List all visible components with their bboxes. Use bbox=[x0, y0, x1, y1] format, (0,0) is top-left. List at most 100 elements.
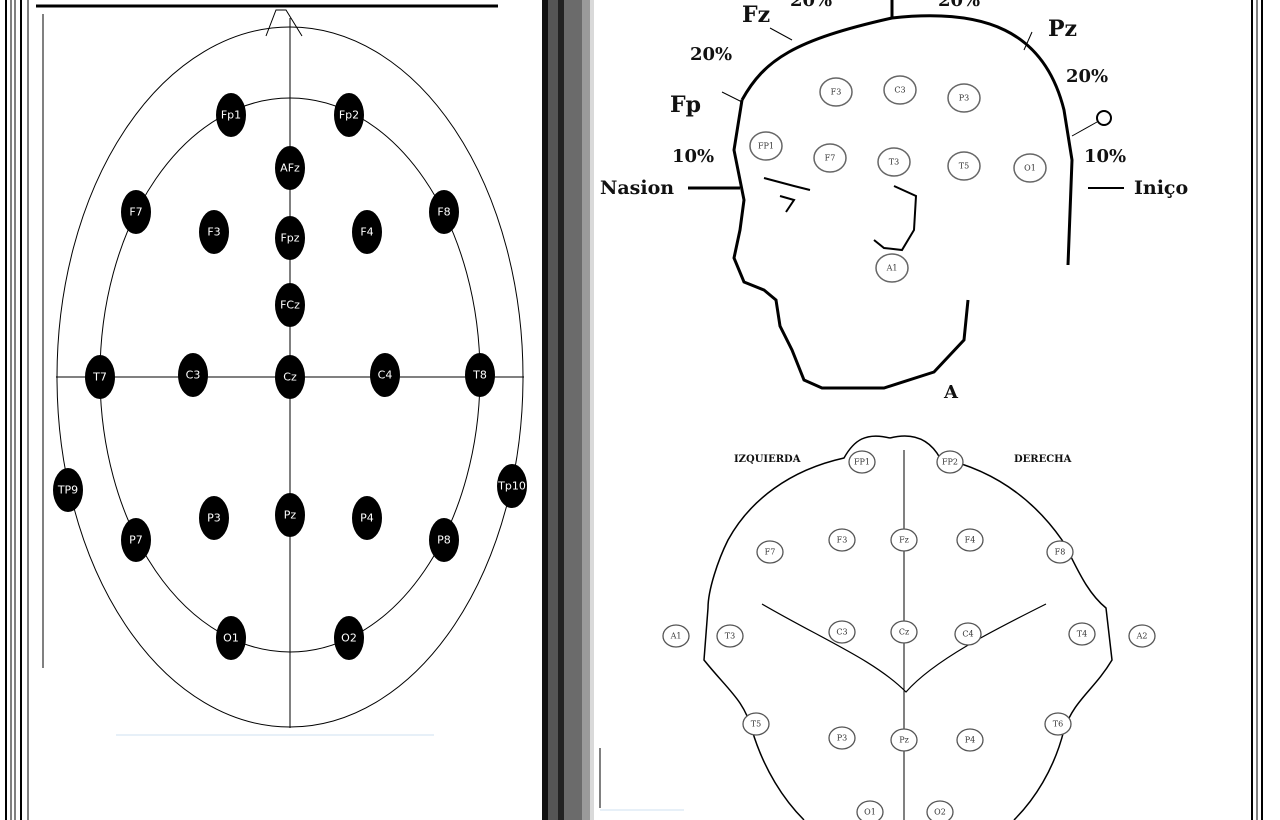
electrode-label-p3: P3 bbox=[207, 512, 221, 525]
electrode-t8: T8 bbox=[465, 353, 495, 397]
top-electrode-pz: Pz bbox=[890, 728, 918, 752]
top-electrode-label-t6: T6 bbox=[1053, 720, 1063, 729]
top-electrode-label-p3: P3 bbox=[837, 734, 847, 743]
electrode-label-o2: O2 bbox=[341, 632, 357, 645]
side-electrode-p3: P3 bbox=[947, 83, 981, 113]
electrode-label-cz: Cz bbox=[283, 371, 297, 384]
side-electrode-f7: F7 bbox=[813, 143, 847, 173]
electrode-label-p7: P7 bbox=[129, 534, 143, 547]
side-electrode-label-f7: F7 bbox=[825, 154, 836, 163]
top-electrode-t5: T5 bbox=[742, 712, 770, 736]
label-left-side: IZQUIERDA bbox=[734, 454, 801, 465]
top-electrode-label-t5: T5 bbox=[751, 720, 761, 729]
electrode-p7: P7 bbox=[121, 518, 151, 562]
top-electrode-label-o2: O2 bbox=[934, 808, 946, 817]
top-electrode-label-fp1: FP1 bbox=[854, 458, 870, 467]
top-electrode-label-c3: C3 bbox=[836, 628, 847, 637]
electrode-f3: F3 bbox=[199, 210, 229, 254]
electrode-label-o1: O1 bbox=[223, 632, 239, 645]
top-electrode-label-t4: T4 bbox=[1077, 630, 1087, 639]
electrode-p3: P3 bbox=[199, 496, 229, 540]
top-electrode-label-f8: F8 bbox=[1055, 548, 1066, 557]
scalp-diagrams: Fz Pz Fp 20% 20% 10% 10% 20% 20% Nasion … bbox=[599, 0, 1188, 820]
label-10pct-right: 10% bbox=[1084, 146, 1126, 167]
label-20pct-right: 20% bbox=[1066, 66, 1108, 87]
label-inion: Iniço bbox=[1134, 177, 1188, 199]
label-20pct-top-left: 20% bbox=[790, 0, 832, 11]
label-20pct-left: 20% bbox=[690, 44, 732, 65]
electrode-label-pz: Pz bbox=[284, 509, 297, 522]
side-electrode-label-a1: A1 bbox=[886, 264, 898, 273]
side-electrode-label-f3: F3 bbox=[831, 88, 842, 97]
electrode-p4: P4 bbox=[352, 496, 382, 540]
top-electrode-label-p4: P4 bbox=[965, 736, 975, 745]
electrode-tp9: TP9 bbox=[53, 468, 83, 512]
top-electrode-t3: T3 bbox=[716, 624, 744, 648]
label-20pct-top-right: 20% bbox=[938, 0, 980, 11]
top-electrode-f3: F3 bbox=[828, 528, 856, 552]
nose-outline bbox=[265, 9, 303, 37]
side-electrode-label-o1: O1 bbox=[1024, 164, 1036, 173]
top-electrode-label-fz: Fz bbox=[899, 536, 909, 545]
electrode-label-c4: C4 bbox=[378, 369, 393, 382]
top-electrode-fp2: FP2 bbox=[936, 450, 964, 474]
top-electrode-label-f4: F4 bbox=[965, 536, 976, 545]
top-electrode-a2: A2 bbox=[1128, 624, 1156, 648]
electrode-label-fcz: FCz bbox=[280, 299, 300, 312]
electrode-o2: O2 bbox=[334, 616, 364, 660]
top-electrode-p3: P3 bbox=[828, 726, 856, 750]
electrode-label-p8: P8 bbox=[437, 534, 451, 547]
top-electrode-fz: Fz bbox=[890, 528, 918, 552]
side-electrode-label-t5: T5 bbox=[959, 162, 969, 171]
top-electrode-label-f7: F7 bbox=[765, 548, 776, 557]
electrode-label-fpz: Fpz bbox=[280, 232, 299, 245]
scalp-diagrams-panel: Fz Pz Fp 20% 20% 10% 10% 20% 20% Nasion … bbox=[594, 0, 1250, 820]
top-electrode-label-cz: Cz bbox=[899, 628, 909, 637]
top-electrode-o2: O2 bbox=[926, 800, 954, 820]
label-nasion: Nasion bbox=[600, 177, 674, 199]
electrode-label-tp9: TP9 bbox=[57, 484, 78, 497]
electrode-c4: C4 bbox=[370, 353, 400, 397]
side-electrode-label-c3: C3 bbox=[894, 86, 905, 95]
side-electrode-label-fp1: FP1 bbox=[758, 142, 774, 151]
label-pz: Pz bbox=[1048, 16, 1077, 42]
figure-letter: A bbox=[943, 382, 959, 403]
electrode-label-fp2: Fp2 bbox=[339, 109, 359, 122]
electrode-label-p4: P4 bbox=[360, 512, 374, 525]
top-electrode-p4: P4 bbox=[956, 728, 984, 752]
side-electrode-fp1: FP1 bbox=[749, 131, 783, 161]
electrode-p8: P8 bbox=[429, 518, 459, 562]
electrode-f4: F4 bbox=[352, 210, 382, 254]
side-electrode-label-t3: T3 bbox=[889, 158, 899, 167]
electrode-fpz: Fpz bbox=[275, 216, 305, 260]
top-electrode-f4: F4 bbox=[956, 528, 984, 552]
electrode-label-c3: C3 bbox=[186, 369, 201, 382]
top-electrode-label-a2: A2 bbox=[1136, 632, 1148, 641]
electrode-cz: Cz bbox=[275, 355, 305, 399]
electrode-label-tp10: Tp10 bbox=[497, 480, 526, 493]
top-electrode-label-f3: F3 bbox=[837, 536, 848, 545]
label-fz: Fz bbox=[742, 2, 770, 28]
top-electrode-label-t3: T3 bbox=[725, 632, 735, 641]
electrode-label-afz: AFz bbox=[280, 162, 300, 175]
electrode-tp10: Tp10 bbox=[497, 464, 527, 508]
label-fp: Fp bbox=[670, 92, 701, 118]
top-electrode-t4: T4 bbox=[1068, 622, 1096, 646]
top-electrode-label-c4: C4 bbox=[962, 630, 973, 639]
top-electrode-o1: O1 bbox=[856, 800, 884, 820]
electrode-label-f8: F8 bbox=[437, 206, 450, 219]
side-view-diagram: Fz Pz Fp 20% 20% 10% 10% 20% 20% Nasion … bbox=[600, 0, 1188, 403]
top-electrode-label-pz: Pz bbox=[899, 736, 909, 745]
top-electrode-f7: F7 bbox=[756, 540, 784, 564]
top-electrode-cz: Cz bbox=[890, 620, 918, 644]
electrode-label-t7: T7 bbox=[92, 371, 107, 384]
electrode-pz: Pz bbox=[275, 493, 305, 537]
side-electrode-o1: O1 bbox=[1013, 153, 1047, 183]
electrode-label-f7: F7 bbox=[129, 206, 142, 219]
top-electrode-label-a1: A1 bbox=[670, 632, 682, 641]
electrode-o1: O1 bbox=[216, 616, 246, 660]
left-border-lines bbox=[0, 0, 34, 820]
electrode-f8: F8 bbox=[429, 190, 459, 234]
top-electrode-label-o1: O1 bbox=[864, 808, 876, 817]
